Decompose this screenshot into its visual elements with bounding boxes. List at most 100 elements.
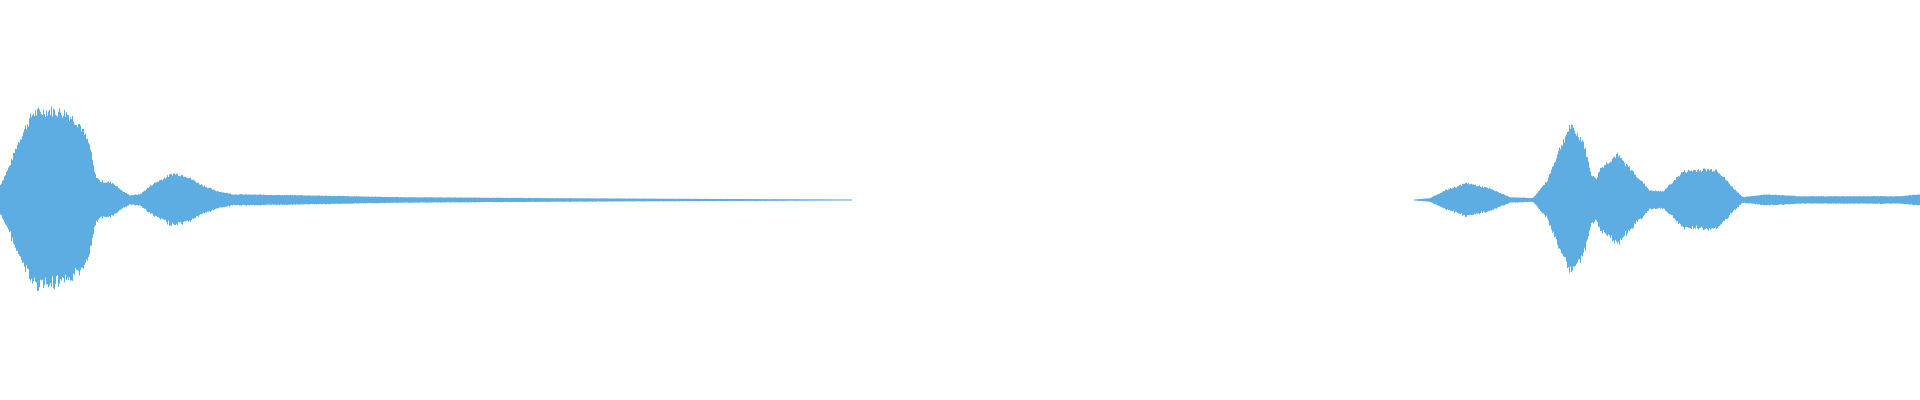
waveform-sample-bar <box>139 194 140 206</box>
waveform-sample-bar <box>1683 171 1684 228</box>
waveform-sample-bar <box>381 197 382 203</box>
waveform-sample-bar <box>781 199 782 201</box>
waveform-sample-bar <box>1878 196 1879 204</box>
waveform-sample-bar <box>664 198 665 202</box>
waveform-sample-bar <box>697 198 698 202</box>
waveform-sample-bar <box>582 198 583 202</box>
waveform-sample-bar <box>724 199 725 201</box>
waveform-sample-bar <box>561 198 562 202</box>
waveform-sample-bar <box>665 198 666 202</box>
waveform-sample-bar <box>1415 199 1416 201</box>
waveform-sample-bar <box>1870 196 1871 204</box>
waveform-sample-bar <box>165 178 166 220</box>
waveform-sample-bar <box>314 195 315 205</box>
waveform-sample-bar <box>264 194 265 205</box>
waveform-sample-bar <box>413 197 414 203</box>
waveform-sample-bar <box>1581 141 1582 256</box>
waveform-sample-bar <box>1420 199 1421 201</box>
waveform-sample-bar <box>1685 172 1686 228</box>
waveform-sample-bar <box>1857 196 1858 204</box>
waveform-sample-bar <box>452 197 453 203</box>
waveform-sample-bar <box>690 198 691 202</box>
waveform-sample-bar <box>608 198 609 202</box>
waveform-sample-bar <box>100 182 101 218</box>
waveform-sample-bar <box>1751 196 1752 204</box>
waveform-sample-bar <box>80 125 81 271</box>
waveform-sample-bar <box>1484 187 1485 213</box>
waveform-sample-bar <box>1654 191 1655 209</box>
waveform-sample-bar <box>480 197 481 203</box>
waveform-sample-bar <box>534 197 535 202</box>
waveform-sample-bar <box>20 139 21 257</box>
waveform-sample-bar <box>523 197 524 202</box>
waveform-sample-bar <box>1733 188 1734 211</box>
waveform-sample-bar <box>1539 190 1540 209</box>
waveform-sample-bar <box>1699 171 1700 229</box>
waveform-sample-bar <box>1756 195 1757 204</box>
waveform-sample-bar <box>75 125 76 268</box>
waveform-sample-bar <box>399 197 400 203</box>
waveform-sample-bar <box>246 194 247 206</box>
waveform-sample-bar <box>216 191 217 209</box>
waveform-sample-bar <box>1744 197 1745 203</box>
waveform-sample-bar <box>384 196 385 204</box>
waveform-sample-bar <box>1833 196 1834 204</box>
waveform-sample-bar <box>1911 195 1912 205</box>
waveform-sample-bar <box>79 124 80 276</box>
waveform-sample-bar <box>1619 155 1620 245</box>
waveform-sample-bar <box>1475 184 1476 215</box>
waveform-sample-bar <box>1704 168 1705 230</box>
waveform-sample-bar <box>1518 197 1519 203</box>
waveform-sample-bar <box>559 198 560 202</box>
waveform-sample-bar <box>1441 192 1442 208</box>
waveform-sample-bar <box>833 199 834 201</box>
waveform-sample-bar <box>1634 174 1635 224</box>
waveform-sample-bar <box>538 198 539 202</box>
waveform-sample-bar <box>217 191 218 209</box>
waveform-sample-bar <box>97 178 98 222</box>
waveform-sample-bar <box>619 198 620 202</box>
waveform-sample-bar <box>374 196 375 204</box>
waveform-sample-bar <box>1478 185 1479 214</box>
waveform-sample-bar <box>282 195 283 205</box>
waveform-sample-bar <box>575 198 576 202</box>
waveform-sample-bar <box>339 195 340 204</box>
waveform-sample-bar <box>529 197 530 202</box>
waveform-sample-bar <box>84 134 85 265</box>
waveform-sample-bar <box>1433 196 1434 204</box>
waveform-sample-bar <box>1481 187 1482 212</box>
waveform-sample-bar <box>322 195 323 205</box>
waveform-sample-bar <box>1569 125 1570 273</box>
waveform-sample-bar <box>841 199 842 201</box>
waveform-sample-bar <box>1695 170 1696 229</box>
waveform-sample-bar <box>64 109 65 283</box>
waveform-sample-bar <box>1653 190 1654 209</box>
waveform-sample-bar <box>422 197 423 203</box>
waveform-sample-bar <box>1705 169 1706 229</box>
waveform-sample-bar <box>625 198 626 202</box>
waveform-sample-bar <box>774 199 775 201</box>
waveform-sample-bar <box>1639 179 1640 219</box>
waveform-sample-bar <box>1477 186 1478 214</box>
waveform-sample-bar <box>825 199 826 201</box>
waveform-sample-bar <box>1519 197 1520 203</box>
waveform-sample-bar <box>41 114 42 281</box>
waveform-sample-bar <box>1759 195 1760 205</box>
waveform-sample-bar <box>851 199 852 201</box>
waveform-sample-bar <box>1905 195 1906 205</box>
waveform-sample-bar <box>531 198 532 202</box>
waveform-sample-bar <box>1589 167 1590 231</box>
waveform-sample-bar <box>483 197 484 203</box>
waveform-sample-bar <box>507 198 508 202</box>
waveform-sample-bar <box>131 195 132 205</box>
waveform-sample-bar <box>838 199 839 201</box>
waveform-sample-bar <box>440 197 441 203</box>
waveform-sample-bar <box>1881 196 1882 204</box>
waveform-sample-bar <box>82 128 83 268</box>
waveform-sample-bar <box>495 197 496 203</box>
waveform-sample-bar <box>451 197 452 203</box>
waveform-sample-bar <box>268 195 269 205</box>
waveform-sample-bar <box>1470 183 1471 215</box>
waveform-sample-bar <box>200 185 201 215</box>
